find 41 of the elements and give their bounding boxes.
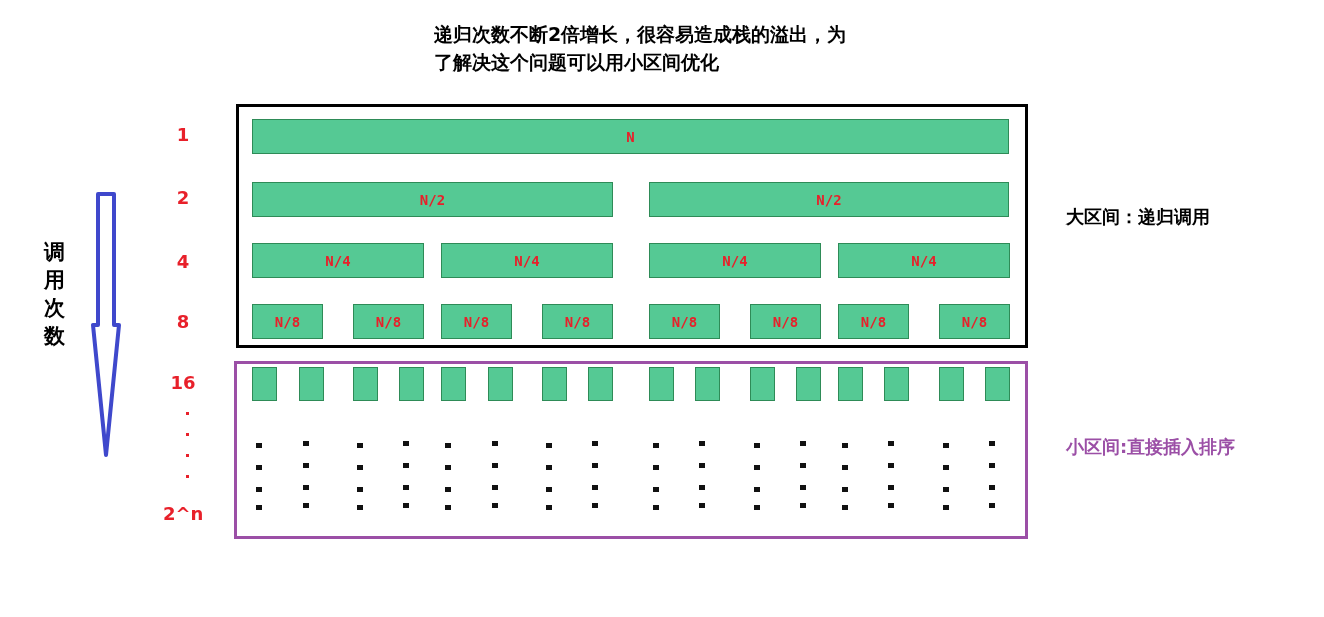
block-box	[796, 367, 821, 401]
partition-box: N/8	[750, 304, 821, 339]
partition-box: N/8	[542, 304, 613, 339]
partition-box: N/8	[838, 304, 909, 339]
row-count: 2	[175, 187, 191, 208]
partition-box: N/8	[441, 304, 512, 339]
partition-box: N/4	[252, 243, 424, 278]
partition-box: N/4	[649, 243, 821, 278]
partition-box: N	[252, 119, 1009, 154]
region-label: 大区间：递归调用	[1066, 205, 1210, 229]
block-box	[353, 367, 378, 401]
block-box	[588, 367, 613, 401]
block-box	[542, 367, 567, 401]
block-box	[838, 367, 863, 401]
block-box	[299, 367, 324, 401]
title: 递归次数不断2倍增长，很容易造成栈的溢出，为了解决这个问题可以用小区间优化	[434, 22, 848, 75]
partition-box: N/4	[838, 243, 1010, 278]
block-box	[649, 367, 674, 401]
row-count: 8	[175, 311, 191, 332]
partition-box: N/4	[441, 243, 613, 278]
row-count: 1	[175, 124, 191, 145]
block-box	[985, 367, 1010, 401]
partition-box: N/8	[649, 304, 720, 339]
axis-label: 调用次数	[44, 239, 66, 350]
row-count: 4	[175, 251, 191, 272]
block-box	[252, 367, 277, 401]
row-count: 16	[169, 372, 197, 393]
block-box	[884, 367, 909, 401]
partition-box: N/2	[649, 182, 1009, 217]
partition-box: N/8	[353, 304, 424, 339]
block-box	[488, 367, 513, 401]
block-box	[939, 367, 964, 401]
block-box	[441, 367, 466, 401]
block-box	[695, 367, 720, 401]
partition-box: N/8	[252, 304, 323, 339]
partition-box: N/2	[252, 182, 613, 217]
region-label: 小区间:直接插入排序	[1066, 435, 1236, 459]
row-count: 2^n	[163, 503, 203, 524]
block-box	[750, 367, 775, 401]
partition-box: N/8	[939, 304, 1010, 339]
block-box	[399, 367, 424, 401]
